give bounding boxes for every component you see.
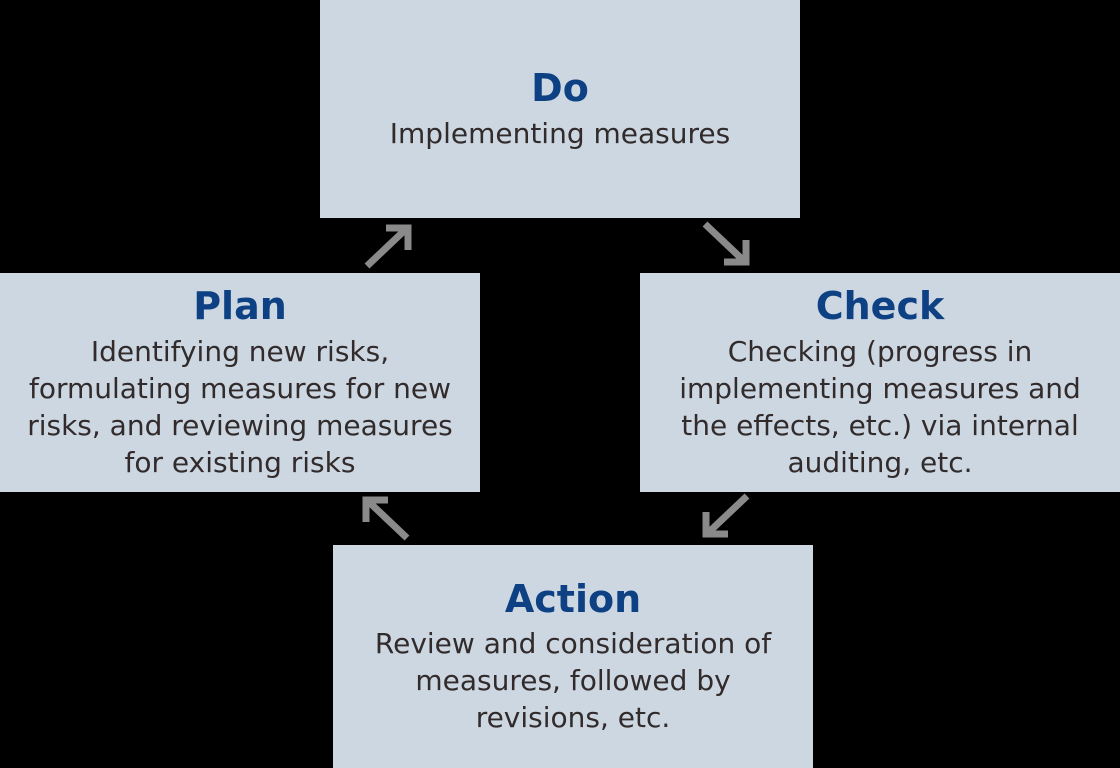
arrow-do-to-check-icon [696,221,756,269]
node-plan-description: Identifying new risks, formulating measu… [27,334,453,479]
node-action: Action Review and consideration of measu… [333,545,813,768]
node-do-description: Implementing measures [389,116,731,150]
arrow-action-to-plan-icon [356,493,416,541]
node-plan-title: Plan [193,284,287,329]
node-action-description: Review and consideration of measures, fo… [374,627,772,735]
node-check: Check Checking (progress in implementing… [640,273,1120,492]
node-do-title: Do [531,66,589,111]
arrow-plan-to-do-icon [358,221,418,269]
node-plan: Plan Identifying new risks, formulating … [0,273,480,492]
node-check-title: Check [815,284,945,329]
node-check-description: Checking (progress in implementing measu… [679,334,1081,479]
arrow-check-to-action-icon [696,493,756,541]
node-action-title: Action [504,576,642,621]
node-do: Do Implementing measures [320,0,800,218]
